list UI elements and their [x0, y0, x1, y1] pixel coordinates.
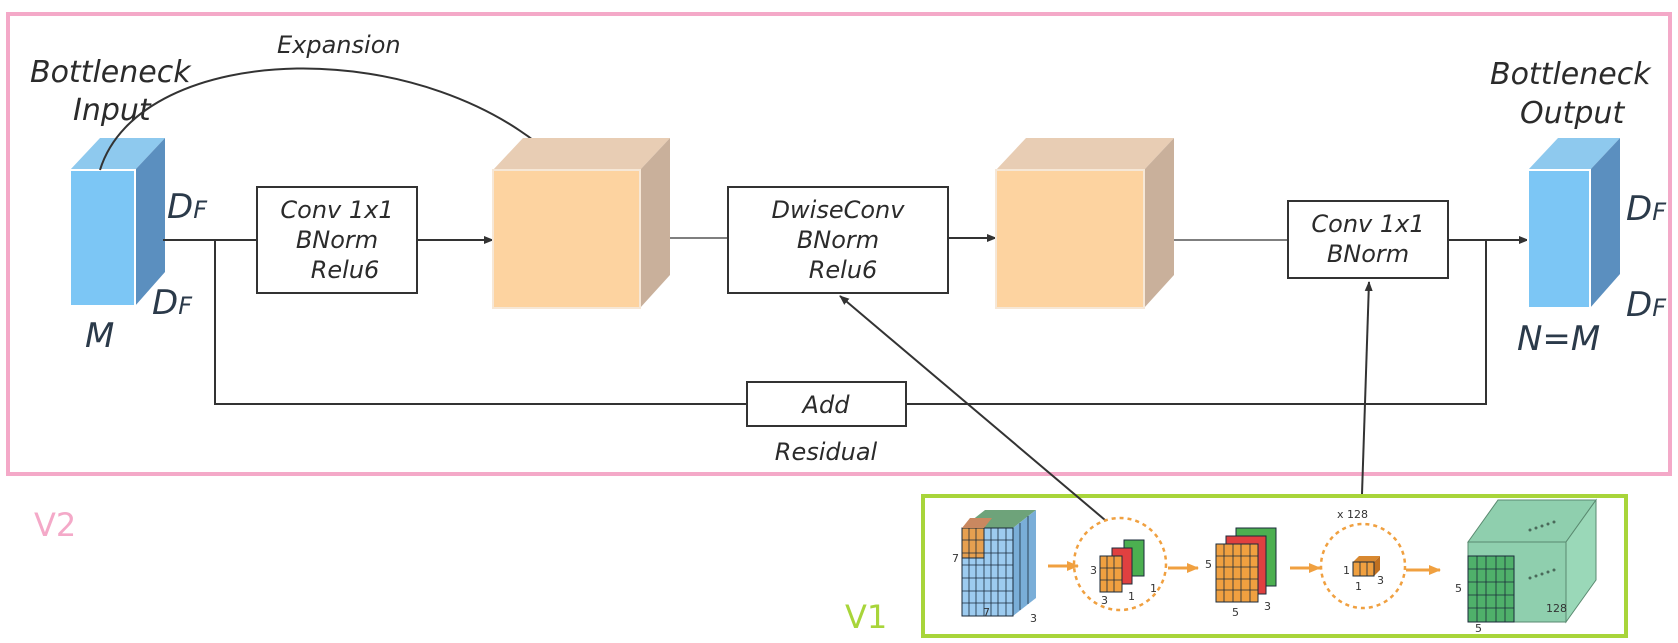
pointer-dwise	[839, 295, 1106, 521]
expansion-label: Expansion	[277, 31, 401, 59]
v2-frame	[6, 12, 1672, 476]
v1-pw-3: 3	[1377, 574, 1384, 587]
v1-mid-depth: 3	[1264, 600, 1271, 613]
conv1x1-bnorm-block	[1287, 200, 1449, 279]
output-tensor	[1527, 138, 1620, 309]
v1-output-cube	[1467, 498, 1597, 624]
input-df-2: DF	[152, 283, 193, 323]
v1-kernel-circle	[1072, 516, 1168, 612]
output-df-1: DF	[1626, 189, 1667, 229]
conv1x1-line2: BNorm	[296, 226, 378, 254]
v1-pw-2: 1	[1355, 580, 1362, 593]
v1-kernel-h: 3	[1090, 564, 1097, 577]
v1-pointwise-circle	[1319, 522, 1407, 610]
v1-repeat: x 128	[1337, 508, 1368, 521]
v1-kernel-d1: 1	[1128, 590, 1135, 603]
residual-path	[214, 240, 747, 405]
conv1x1-block	[256, 186, 418, 294]
input-title-1: Bottleneck	[30, 55, 192, 90]
output-title-1: Bottleneck	[1490, 57, 1652, 92]
add-block	[746, 381, 907, 427]
v1-pointwise-kernel	[1352, 556, 1380, 577]
expansion-arrow	[99, 67, 566, 171]
v1-pw-1: 1	[1343, 564, 1350, 577]
v1-intermediate-cube	[1215, 527, 1277, 603]
output-df-2: DF	[1626, 285, 1667, 325]
v1-out-size: 5	[1455, 582, 1462, 595]
v1-kernel-w: 3	[1101, 594, 1108, 607]
v1-frame	[921, 494, 1628, 638]
pointer-pointwise	[1361, 281, 1373, 495]
residual-path-2	[906, 240, 1487, 405]
v1-kernel-d2: 1	[1150, 582, 1157, 595]
add-label: Add	[801, 391, 851, 419]
v1-input-size: 7	[952, 552, 959, 565]
v2-label: V2	[34, 506, 76, 544]
input-m: M	[85, 316, 114, 356]
expanded-tensor-2	[995, 138, 1174, 309]
v1-mid-size-2: 5	[1232, 606, 1239, 619]
v1-depthwise-kernels	[1099, 539, 1145, 593]
v1-input-depth: 3	[1030, 612, 1037, 625]
v1-input-size-2: 7	[983, 606, 990, 619]
output-nm: N=M	[1517, 319, 1600, 359]
conv1x1-line3: Relu6	[311, 256, 380, 284]
conv1x1-bnorm-line2: BNorm	[1327, 240, 1409, 268]
input-title-2: Input	[73, 93, 152, 128]
input-tensor	[69, 138, 165, 307]
input-df-1: DF	[167, 187, 208, 227]
v1-out-depth: 128	[1546, 602, 1567, 615]
conv1x1-line1: Conv 1x1	[280, 196, 393, 224]
v1-out-size-2: 5	[1475, 622, 1482, 635]
output-title-2: Output	[1520, 96, 1625, 131]
dwiseconv-block	[727, 186, 949, 294]
conv1x1-bnorm-line1: Conv 1x1	[1311, 210, 1424, 238]
residual-label: Residual	[775, 438, 878, 466]
expanded-tensor-1	[492, 138, 670, 309]
dwiseconv-line2: BNorm	[797, 226, 879, 254]
dwiseconv-line3: Relu6	[809, 256, 878, 284]
v1-label: V1	[845, 598, 887, 636]
dwiseconv-line1: DwiseConv	[772, 196, 906, 224]
v1-input-cube	[961, 510, 1036, 617]
v1-mid-size: 5	[1205, 558, 1212, 571]
